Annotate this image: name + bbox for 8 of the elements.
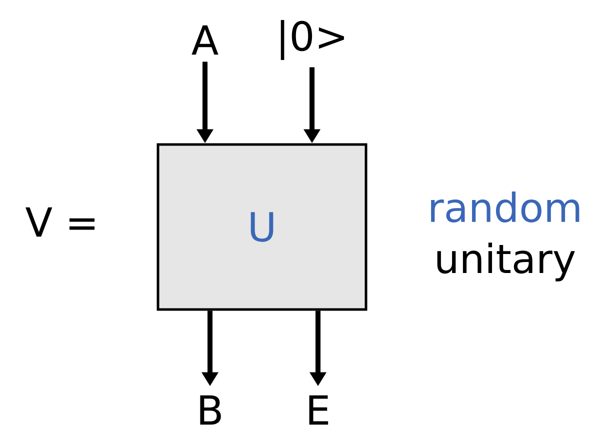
caption-word: random <box>431 192 580 222</box>
equation-label: V = <box>26 207 94 237</box>
terminal-label: A <box>192 25 218 55</box>
caption-word: unitary <box>437 242 575 282</box>
terminal-label: |0> <box>280 20 344 60</box>
unitary-box: U <box>156 143 368 311</box>
terminal-label: E <box>309 395 328 425</box>
terminal-label: B <box>200 395 221 425</box>
